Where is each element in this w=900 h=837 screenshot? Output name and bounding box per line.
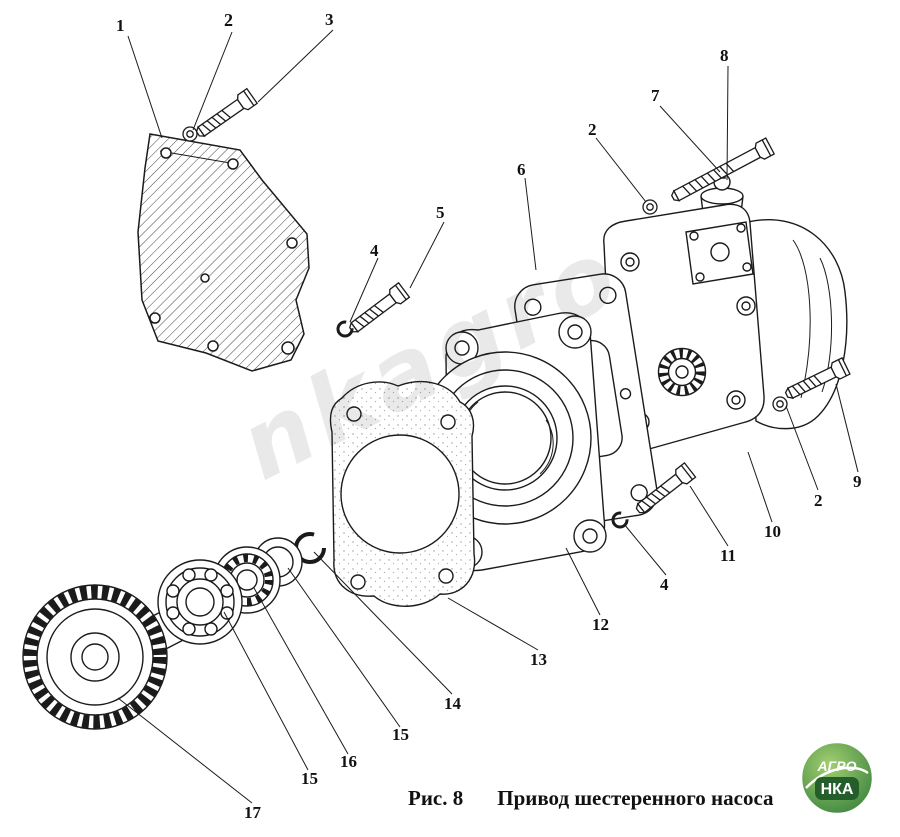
bolt-3	[192, 87, 258, 142]
washer-2-pump-right	[772, 396, 788, 412]
site-logo: АГРО НКА	[794, 738, 880, 823]
figure-number: Рис. 8	[408, 786, 464, 810]
figure-caption: Рис. 8 Привод шестеренного насоса	[408, 786, 774, 811]
callout-4-upper: 4	[370, 241, 379, 260]
washer-2-bracket	[182, 126, 198, 142]
logo-band	[815, 777, 859, 800]
callout-15-a: 15	[392, 725, 409, 744]
callout-14: 14	[444, 694, 461, 713]
callout-12: 12	[592, 615, 609, 634]
callout-16: 16	[340, 752, 357, 771]
callout-13: 13	[530, 650, 547, 669]
part-pump-assembly	[603, 168, 848, 453]
callout-2-top: 2	[224, 10, 233, 30]
logo-text-bottom: НКА	[821, 781, 854, 798]
callout-10: 10	[764, 522, 781, 541]
logo-text-top: АГРО	[817, 758, 857, 774]
callout-2-mid: 2	[588, 120, 597, 139]
pump-spline-shaft	[657, 347, 707, 397]
part-gear-17	[22, 584, 168, 730]
callout-6: 6	[517, 160, 526, 179]
callout-11: 11	[720, 546, 737, 565]
callout-1: 1	[116, 16, 125, 35]
figure-title: Привод шестеренного насоса	[497, 786, 774, 810]
callout-9: 9	[853, 472, 862, 491]
callout-7: 7	[651, 86, 660, 105]
callout-17: 17	[244, 803, 261, 822]
logo-swoosh	[805, 766, 869, 789]
part-ball-bearing-15	[157, 559, 243, 645]
leader-lines	[117, 29, 859, 804]
callout-5: 5	[436, 203, 445, 222]
washer-2-pump-top	[642, 199, 658, 215]
lockwasher-4-upper	[336, 320, 354, 338]
callout-2-right: 2	[814, 491, 823, 510]
callout-3: 3	[325, 10, 334, 29]
callout-4-lower: 4	[660, 575, 669, 594]
part-bracket-plate	[137, 133, 310, 372]
callout-15-b: 15	[301, 769, 318, 788]
part-front-gasket	[329, 381, 476, 607]
callout-8: 8	[720, 46, 729, 65]
